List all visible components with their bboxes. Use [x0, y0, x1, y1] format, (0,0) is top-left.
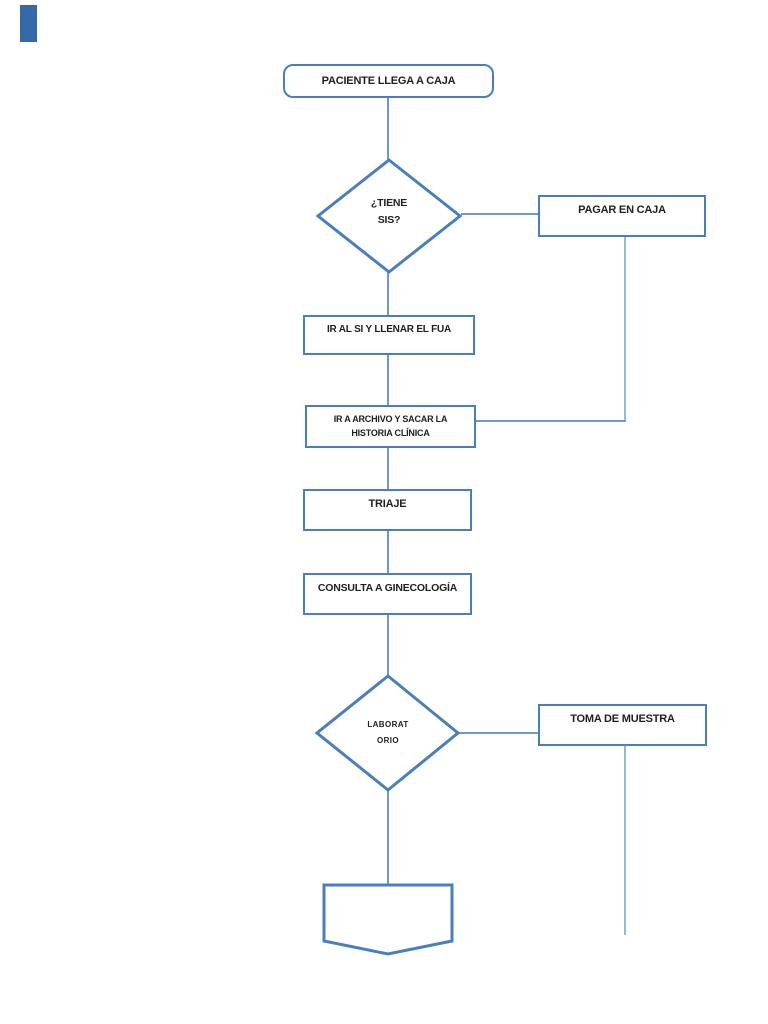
- connector-consulta-to-decision-lab: [387, 614, 389, 677]
- flowchart-node-offpage: [321, 882, 457, 958]
- flowchart-node-pagar: PAGAR EN CAJA: [538, 195, 706, 237]
- connector-toma-down: [624, 745, 626, 935]
- connector-decision-lab-to-offpage: [387, 789, 389, 886]
- node-decision-lab-label: LABORAT ORIO: [367, 720, 409, 745]
- flowchart-node-consulta: CONSULTA A GINECOLOGÍA: [303, 573, 472, 615]
- connector-pagar-to-archivo: [476, 420, 626, 422]
- flowchart-node-toma: TOMA DE MUESTRA: [538, 704, 707, 746]
- connector-decision-lab-to-toma: [459, 732, 540, 734]
- diamond-shape: [315, 158, 463, 274]
- off-page-connector-shape: [322, 883, 454, 956]
- flowchart-node-triaje: TRIAJE: [303, 489, 472, 531]
- node-pagar-label: PAGAR EN CAJA: [578, 204, 666, 216]
- connector-decision-sis-to-pagar: [461, 213, 539, 215]
- connector-ir-al-si-to-archivo: [387, 354, 389, 406]
- flowchart-node-archivo: IR A ARCHIVO Y SACAR LA HISTORIA CLÍNICA: [305, 405, 476, 448]
- node-triaje-label: TRIAJE: [368, 498, 407, 510]
- connector-pagar-down: [624, 236, 626, 421]
- node-decision-sis-label: ¿TIENE SIS?: [370, 197, 408, 226]
- node-toma-label: TOMA DE MUESTRA: [570, 713, 675, 725]
- connector-decision-sis-to-ir-al-si: [387, 271, 389, 316]
- connector-triaje-to-consulta: [387, 530, 389, 574]
- flowchart-node-decision-lab: LABORAT ORIO: [315, 674, 461, 792]
- diamond-shape: [315, 674, 461, 792]
- node-ir-al-si-label: IR AL SI Y LLENAR EL FUA: [326, 324, 452, 335]
- node-consulta-label: CONSULTA A GINECOLOGÍA: [317, 582, 458, 594]
- flowchart-node-decision-sis: ¿TIENE SIS?: [315, 157, 463, 275]
- page-corner-mark: [20, 5, 37, 42]
- flowchart-node-start: PACIENTE LLEGA A CAJA: [283, 64, 494, 98]
- node-start-label: PACIENTE LLEGA A CAJA: [321, 75, 456, 87]
- node-archivo-label: IR A ARCHIVO Y SACAR LA HISTORIA CLÍNICA: [333, 414, 448, 438]
- flowchart-node-ir-al-si: IR AL SI Y LLENAR EL FUA: [303, 315, 475, 355]
- connector-start-to-decision-sis: [387, 97, 389, 160]
- connector-archivo-to-triaje: [387, 447, 389, 490]
